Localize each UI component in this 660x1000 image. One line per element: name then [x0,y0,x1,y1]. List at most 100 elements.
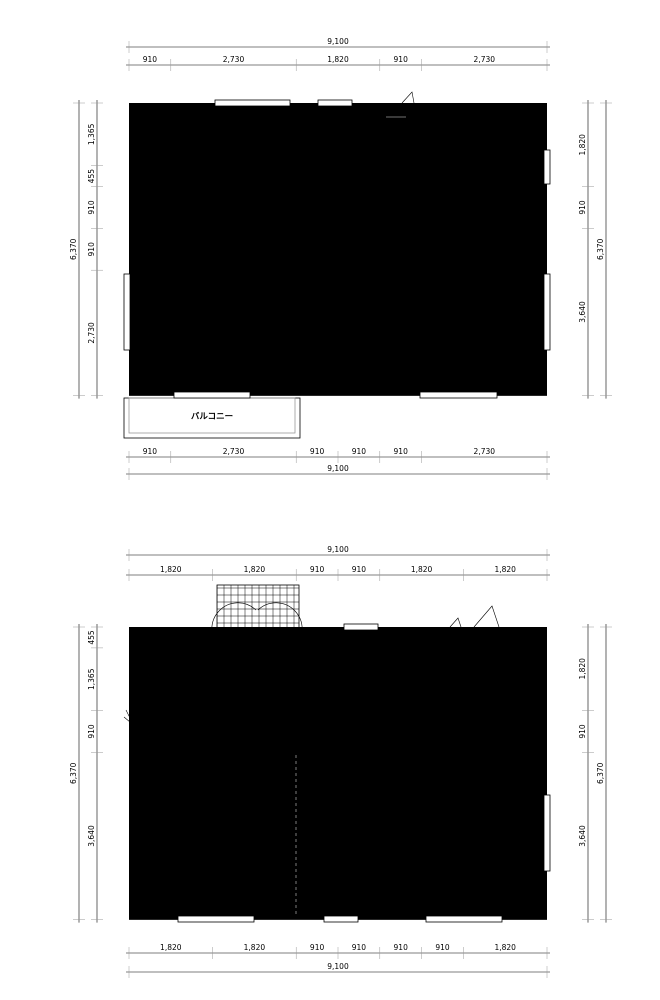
dimension-label: 1,820 [578,134,587,156]
svg-text:11: 11 [365,681,374,689]
dimension-label: 910 [143,447,158,456]
dimension-label: 910 [578,724,587,739]
svg-text:12: 12 [365,689,374,697]
dimension-label: 1,820 [160,565,182,574]
upper-stairs [299,109,375,187]
lower-dimensions: 1,820 1,820 910 910 1,820 1,820 9,100 1,820 1,82… [69,545,612,978]
dimension-label: 910 [310,447,325,456]
dimension-label: 1,365 [87,668,96,690]
dimension-label: 6,370 [69,238,78,260]
svg-text:6: 6 [306,145,311,153]
svg-text:12: 12 [359,169,368,177]
room-label-hall: ホール [342,222,368,232]
svg-text:2: 2 [312,696,316,704]
room-size-yoshitsu: (8.0帖) [448,317,467,325]
svg-text:UP: UP [316,198,324,204]
svg-text:13: 13 [365,697,374,705]
room-label-ima: 居間 [248,833,266,843]
dimension-label: 6,370 [596,762,605,784]
room-label-toilet-lower: トイレ [345,660,371,670]
dimension-label: 3,640 [87,825,96,847]
room-label-oshiire-line2: 押入 [141,142,159,153]
svg-text:6: 6 [312,664,317,672]
dimension-label: 910 [394,55,409,64]
svg-text:UP: UP [318,716,326,722]
dimension-label: 2,730 [474,55,496,64]
dimension-label: 455 [87,169,96,184]
washbasin-icon [386,647,414,667]
room-size-washitsu-large: (8.0帖) [202,317,221,325]
dimension-label: 910 [394,943,409,952]
ps-box [385,630,423,640]
dimension-label: 9,100 [327,464,349,473]
svg-text:11: 11 [359,160,368,168]
svg-text:4: 4 [306,163,311,171]
svg-text:2: 2 [306,179,310,187]
dimension-label: 1,365 [87,123,96,145]
dimension-label: 910 [394,447,409,456]
dimension-label: 455 [87,630,96,645]
svg-text:DN: DN [344,190,352,196]
dimension-label: 2,730 [474,447,496,456]
dimension-label: 1,820 [494,565,516,574]
kitchen-counter [468,715,542,829]
toilet-bowl-icon [387,112,405,138]
svg-text:8: 8 [329,640,333,648]
dimension-label: 1,820 [244,943,266,952]
dimension-label: 2,730 [223,55,245,64]
dimension-label: 910 [310,565,325,574]
toilet-bowl-icon [349,639,367,665]
room-label-washitsu-large: 和室 [202,306,220,317]
room-size-kitchen: (9.5帖) [455,818,474,826]
svg-text:3: 3 [306,171,310,179]
svg-text:13: 13 [359,177,368,185]
dimension-label: 9,100 [327,962,349,971]
room-label-oshiire2-line2: 押入 [306,338,324,349]
room-label-tokonoma: 床の間 [137,194,163,205]
room-label-oshiire2: 天棚付 [302,328,328,339]
dimension-label: 910 [87,200,96,215]
room-label-washitsu-small: 和室 [223,161,241,172]
dimension-label: 910 [435,943,450,952]
lower-doors [123,602,500,794]
lower-windows [177,623,551,923]
upper-stair-numbers: 6 5 4 3 2 1 8 9 10 11 12 13 UP DN [306,118,368,204]
room-label-nando-lower: 納戸 [164,684,182,695]
svg-text:1: 1 [306,187,310,195]
room-size-nando: (4.5帖) [471,172,490,180]
svg-text:5: 5 [306,154,310,162]
dimension-label: 1,820 [244,565,266,574]
svg-text:10: 10 [359,151,368,159]
dimension-label: 910 [310,943,325,952]
dimension-label: 910 [87,242,96,257]
dimension-label: 9,100 [327,545,349,554]
lower-stair-numbers: 6 5 4 3 2 1 8 9 10 11 12 13 UP [312,635,374,722]
dimension-label: 2,730 [87,322,96,344]
room-size-nando-lower: (3.0帖) [164,694,183,702]
dimension-label: 910 [578,200,587,215]
room-label-genkan: 玄関 [249,676,266,687]
room-label-kitchen: 台所・食堂 [443,808,486,819]
lower-stairs [299,627,375,711]
dimension-label: 1,820 [160,943,182,952]
dimension-label: 2,730 [223,447,245,456]
room-label-yokushitsu: 浴室 [496,666,514,677]
svg-text:9: 9 [338,118,342,126]
dimension-label: 1,820 [327,55,349,64]
svg-text:1: 1 [312,704,316,712]
room-label-nando: 納戸 [471,161,489,172]
room-label-toilet: トイレ [384,144,410,154]
dimension-label: 1,820 [578,658,587,680]
room-label-oshiire: 天棚付 [137,132,163,143]
dimension-label: 9,100 [327,37,349,46]
dimension-label: 6,370 [596,238,605,260]
label-ps: PS [395,632,403,640]
room-size-ima: (12.0帖) [247,842,269,850]
tokonoma-grain-icon [133,191,168,227]
dimension-label: 6,370 [69,762,78,784]
upper-floor-plan: 天棚付 押入 床の間 和室 (4.5帖) 和室 (8.0帖) ホール トイレ 納… [69,37,612,480]
room-label-senmenjo: 洗面所 [409,666,435,677]
lower-floor-plan: 納戸 (3.0帖) 玄関 トイレ 洗面所 PS 浴室 ホール 居間 (12.0帖… [69,545,612,978]
svg-text:4: 4 [312,680,317,688]
